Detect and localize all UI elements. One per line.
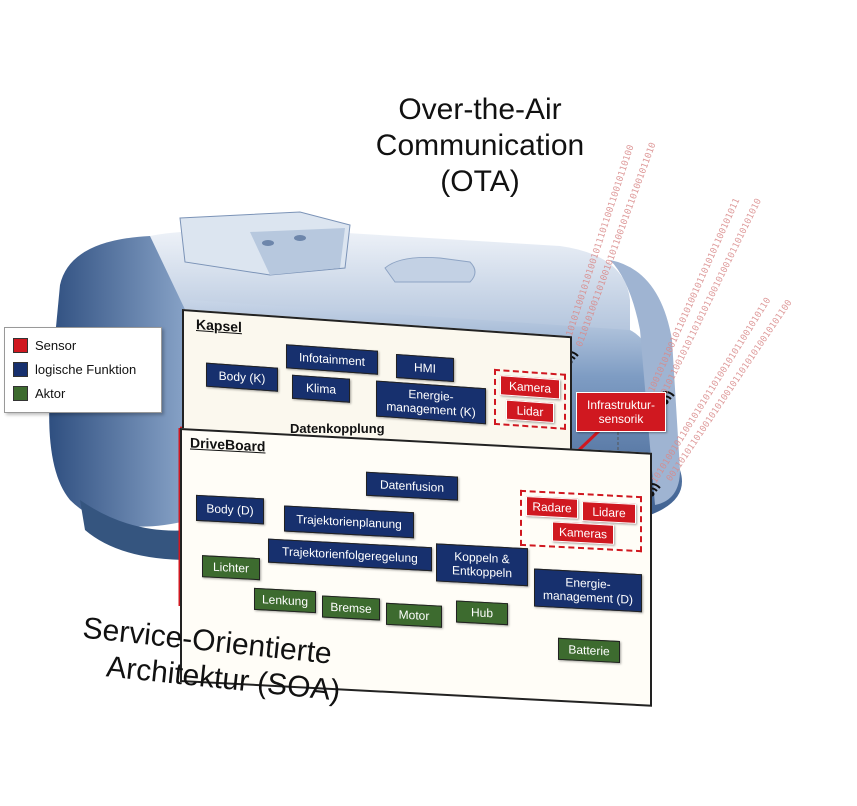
node-label: Body (D) — [206, 501, 254, 518]
node-label: Lenkung — [261, 592, 309, 609]
node-lichter: Lichter — [202, 555, 260, 581]
legend-swatch-sensor — [13, 337, 28, 353]
ota-title-line: Over-the-Air — [398, 93, 562, 126]
node-label: Datenfusion — [379, 477, 445, 495]
ota-title: Over-the-Air Communication (OTA) — [345, 92, 615, 200]
node-bremse: Bremse — [322, 595, 380, 621]
vehicle-top-module-face — [250, 228, 345, 275]
legend-item-actuator: Aktor — [13, 384, 65, 402]
node-label: Hub — [470, 605, 493, 621]
node-label: Kameras — [558, 524, 608, 542]
ota-title-line: (OTA) — [440, 165, 520, 198]
node-koppeln: Koppeln & Entkoppeln — [436, 543, 528, 587]
node-label: Radare — [532, 499, 572, 516]
node-body-d: Body (D) — [196, 494, 264, 525]
node-infotainment: Infotainment — [286, 344, 378, 375]
node-label: Klima — [305, 380, 336, 397]
node-lidar: Lidar — [506, 399, 554, 424]
node-label: Lidare — [592, 504, 626, 521]
legend: Sensor logische Funktion Aktor — [4, 327, 162, 413]
vehicle-front-cap — [610, 260, 680, 505]
driveboard-title: DriveBoard — [190, 434, 266, 455]
node-datenfusion: Datenfusion — [366, 471, 458, 501]
node-label: sensorik — [598, 412, 644, 426]
legend-item-function: logische Funktion — [13, 360, 136, 378]
node-label: Kamera — [508, 378, 552, 396]
node-label: Infotainment — [298, 350, 366, 369]
node-label: Bremse — [330, 599, 372, 617]
node-label: Trajektorienplanung — [296, 512, 402, 532]
node-label: HMI — [414, 360, 436, 376]
top-module-hole — [294, 235, 306, 241]
legend-label: Aktor — [35, 385, 66, 401]
legend-item-sensor: Sensor — [13, 336, 76, 354]
node-klima: Klima — [292, 374, 350, 403]
node-energie-k: Energie- management (K) — [376, 380, 486, 425]
legend-swatch-function — [13, 361, 28, 377]
node-motor: Motor — [386, 602, 442, 628]
node-lidare: Lidare — [582, 501, 636, 524]
node-trajektorienfolgeregelung: Trajektorienfolgeregelung — [268, 538, 432, 572]
node-trajektorienplanung: Trajektorienplanung — [284, 505, 414, 539]
node-lenkung: Lenkung — [254, 587, 316, 614]
datenkopplung-label: Datenkopplung — [290, 421, 385, 436]
node-label: Infrastruktur- — [586, 398, 655, 412]
node-label: management (D) — [542, 588, 634, 607]
kapsel-title: Kapsel — [196, 315, 242, 336]
node-label: Body (K) — [218, 368, 266, 386]
node-label: Entkoppeln — [451, 563, 513, 581]
top-module-hole — [262, 240, 274, 246]
node-body-k: Body (K) — [206, 362, 278, 392]
node-label: Trajektorienfolgeregelung — [282, 544, 418, 566]
node-label: Lichter — [212, 559, 250, 576]
node-kamera: Kamera — [500, 375, 560, 400]
node-energie-d: Energie- management (D) — [534, 568, 642, 613]
legend-label: logische Funktion — [35, 361, 137, 377]
node-infrastruktursensorik: Infrastruktur- sensorik — [576, 392, 666, 432]
node-label: Batterie — [568, 642, 610, 659]
node-hmi: HMI — [396, 353, 454, 383]
node-batterie: Batterie — [558, 637, 620, 664]
node-radare: Radare — [526, 496, 578, 519]
node-label: Motor — [398, 607, 430, 624]
node-label: Lidar — [516, 403, 544, 420]
vehicle-lower-skirt — [80, 500, 190, 560]
node-label: management (K) — [386, 399, 476, 420]
ota-title-line: Communication — [375, 129, 585, 162]
vehicle-roof-hatch — [384, 257, 476, 283]
legend-label: Sensor — [35, 337, 77, 353]
node-hub: Hub — [456, 600, 508, 626]
node-kameras: Kameras — [552, 521, 614, 545]
legend-swatch-actuator — [13, 385, 28, 401]
